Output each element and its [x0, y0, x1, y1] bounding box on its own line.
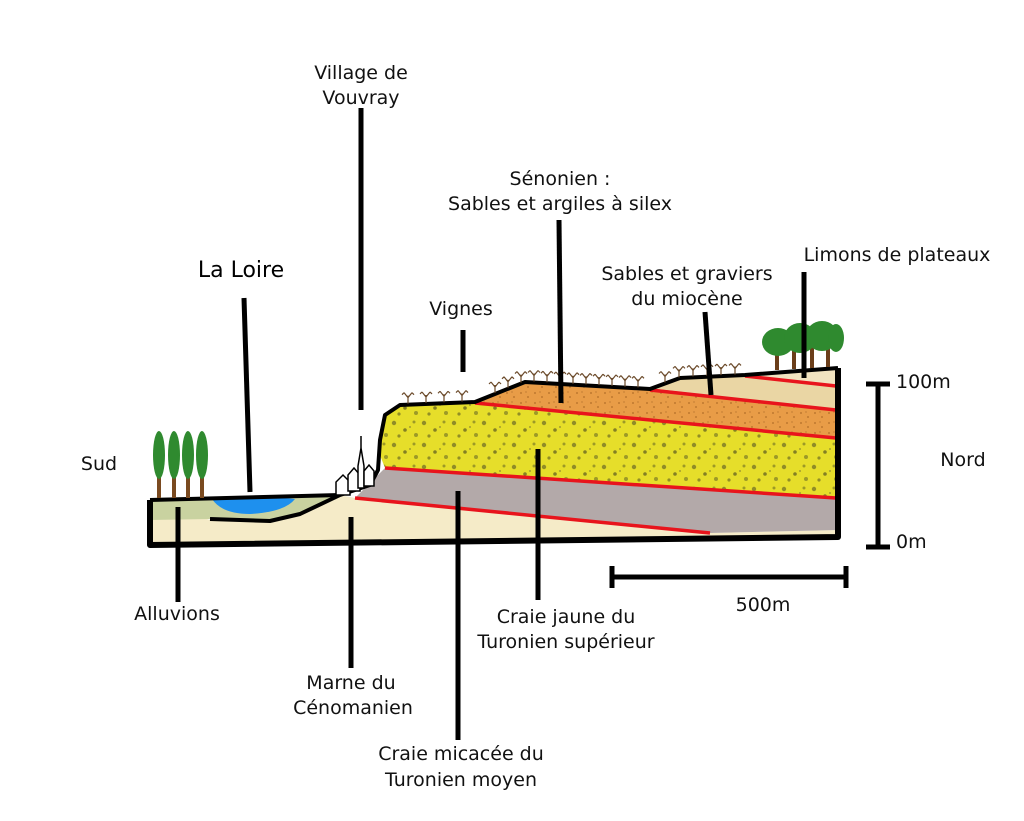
- leader-senonien: [556, 219, 564, 404]
- poplar-trees: [153, 431, 208, 498]
- label-nord: Nord: [940, 449, 985, 471]
- leader-sables-miocene: [702, 311, 714, 396]
- label-village-line1: Village de: [314, 62, 408, 84]
- boundary-chalk-senonian: [474, 401, 837, 440]
- label-craie-micacee-line1: Craie micacée du: [378, 743, 544, 765]
- label-senonien-line1: Sénonien :: [510, 168, 611, 190]
- label-la-loire: La Loire: [198, 258, 284, 283]
- boundary-senonian-miocene: [649, 388, 837, 412]
- boundary-miocene-limons: [744, 374, 837, 388]
- label-senonien-line2: Sables et argiles à silex: [448, 193, 672, 215]
- vine-stock: [419, 391, 433, 403]
- vine-stock: [592, 373, 606, 386]
- vine-stock: [540, 370, 554, 383]
- loire-river: [212, 496, 295, 514]
- vine-stock: [714, 363, 728, 376]
- vine-stock: [566, 372, 580, 384]
- village-houses: [335, 436, 375, 496]
- label-100m: 100m: [896, 371, 951, 393]
- vine-stock: [631, 375, 645, 388]
- label-vignes: Vignes: [429, 298, 493, 320]
- vine-stock: [514, 371, 528, 383]
- label-marne-line2: Cénomanien: [293, 697, 413, 719]
- cenomanian-marl-layer: [150, 495, 838, 545]
- vine-stock: [672, 365, 686, 378]
- label-marne-line1: Marne du: [306, 672, 395, 694]
- miocene-sands-layer: [650, 375, 838, 410]
- label-craie-jaune-line1: Craie jaune du: [497, 606, 636, 628]
- vine-stock: [401, 392, 415, 404]
- boundary-marl-chalk: [354, 496, 711, 535]
- vine-stock: [488, 381, 502, 393]
- ground-surface: [149, 366, 839, 523]
- plateau-forest: [762, 321, 844, 370]
- vine-stock: [686, 364, 700, 377]
- senonian-layer: [475, 382, 838, 438]
- label-limons: Limons de plateaux: [804, 244, 991, 266]
- label-0m: 0m: [896, 531, 927, 553]
- label-craie-jaune-line2: Turonien supérieur: [476, 631, 654, 653]
- vine-stock: [501, 376, 515, 388]
- vine-stock: [605, 374, 619, 386]
- vine-stock: [579, 372, 593, 385]
- vines: [401, 363, 742, 404]
- vine-stock: [527, 370, 541, 382]
- label-sud: Sud: [81, 453, 117, 475]
- leader-la-loire: [241, 297, 253, 493]
- vine-stock: [658, 371, 672, 383]
- vine-stock: [618, 375, 632, 387]
- middle-turonian-chalk-layer: [355, 468, 838, 533]
- label-sables-line1: Sables et graviers: [601, 263, 772, 285]
- vine-stock: [728, 363, 742, 375]
- label-alluvions: Alluvions: [134, 603, 220, 625]
- label-craie-micacee-line2: Turonien moyen: [384, 769, 537, 791]
- boundary-chalk-middle-upper: [384, 466, 837, 500]
- limons-layer: [745, 368, 838, 386]
- terrain-outline: [147, 368, 841, 548]
- label-sables-line2: du miocène: [631, 288, 742, 310]
- label-500m: 500m: [736, 594, 791, 616]
- height-scale-bar: [866, 381, 890, 550]
- length-scale-bar: [609, 566, 849, 588]
- label-village-line2: Vouvray: [322, 87, 399, 109]
- vine-stock: [437, 390, 451, 403]
- vine-stock: [455, 390, 469, 402]
